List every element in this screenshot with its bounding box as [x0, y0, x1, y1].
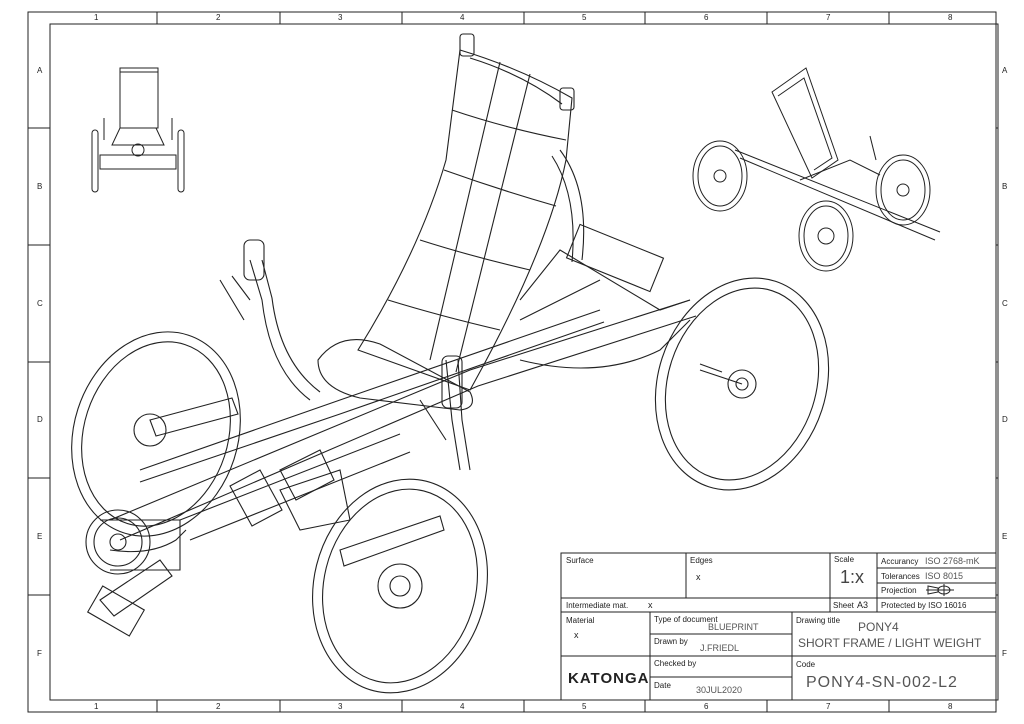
protected-label: Protected by ISO 16016	[881, 601, 967, 610]
title-block-frame	[560, 552, 997, 701]
date-value: 30JUL2020	[696, 685, 743, 695]
material-value: x	[574, 630, 579, 640]
left-wheel	[71, 331, 241, 537]
col-label-6: 6	[704, 13, 709, 22]
col-label-4-bottom: 4	[460, 702, 465, 711]
drawing-title-label: Drawing title	[796, 616, 841, 625]
col-label-3: 3	[338, 13, 343, 22]
col-label-3-bottom: 3	[338, 702, 343, 711]
tolerances-value: ISO 8015	[925, 571, 964, 581]
row-label-e-right: E	[1002, 532, 1008, 541]
seat-base	[317, 339, 473, 411]
ruler-ticks	[28, 12, 998, 712]
sheet-label: Sheet	[833, 601, 854, 610]
steering-left	[249, 259, 311, 401]
doc-type-label: Type of document	[654, 615, 718, 624]
row-label-d: D	[37, 415, 43, 424]
row-label-a-right: A	[1002, 66, 1008, 75]
row-label-c-right: C	[1002, 299, 1008, 308]
col-label-7-bottom: 7	[826, 702, 831, 711]
row-label-c: C	[37, 299, 43, 308]
edges-label: Edges	[690, 556, 713, 565]
drawn-by-label: Drawn by	[654, 637, 688, 646]
projection-label: Projection	[881, 586, 917, 595]
front-view-thumbnail	[91, 67, 185, 193]
material-label: Material	[566, 616, 595, 625]
row-label-e: E	[37, 532, 43, 541]
projection-symbol-icon	[926, 584, 954, 596]
right-wheel	[654, 277, 830, 491]
col-label-5: 5	[582, 13, 587, 22]
scale-label: Scale	[834, 555, 855, 564]
seat-back	[357, 49, 573, 391]
row-label-a: A	[37, 66, 43, 75]
accuracy-value: ISO 2768-mK	[925, 556, 980, 566]
row-label-b: B	[37, 182, 43, 191]
col-label-1: 1	[94, 13, 99, 22]
main-tube	[109, 299, 691, 521]
col-label-2: 2	[216, 13, 221, 22]
steering-right	[445, 359, 461, 471]
front-wheel	[312, 478, 488, 694]
code-value: PONY4-SN-002-L2	[806, 674, 958, 691]
sheet-value: A3	[857, 600, 869, 610]
drawing-title-line-1: PONY4	[858, 620, 899, 634]
scale-value: 1:x	[840, 567, 865, 587]
drawing-title-line-2: SHORT FRAME / LIGHT WEIGHT	[798, 636, 982, 650]
rear-view-thumbnail	[692, 67, 941, 272]
row-label-d-right: D	[1002, 415, 1008, 424]
edges-value: x	[696, 572, 701, 582]
col-label-6-bottom: 6	[704, 702, 709, 711]
col-label-4: 4	[460, 13, 465, 22]
doc-type-value: BLUEPRINT	[708, 622, 759, 632]
col-label-2-bottom: 2	[216, 702, 221, 711]
trike-main-drawing	[71, 33, 830, 694]
tolerances-label: Tolerances	[881, 572, 920, 581]
intermediate-label: Intermediate mat.	[566, 601, 629, 610]
inner-border	[49, 23, 999, 701]
pedal-crank	[99, 559, 173, 617]
col-label-8: 8	[948, 13, 953, 22]
row-label-b-right: B	[1002, 182, 1008, 191]
surface-label: Surface	[566, 556, 594, 565]
drawn-by-value: J.FRIEDL	[700, 643, 740, 653]
col-label-1-bottom: 1	[94, 702, 99, 711]
checked-by-label: Checked by	[654, 659, 697, 668]
row-label-f-right: F	[1002, 649, 1007, 658]
chainring	[85, 509, 151, 575]
intermediate-value: x	[648, 600, 653, 610]
company-logo: KATONGA	[568, 670, 650, 687]
code-label: Code	[796, 660, 816, 669]
col-label-8-bottom: 8	[948, 702, 953, 711]
accuracy-label: Accurancy	[881, 557, 919, 566]
col-label-7: 7	[826, 13, 831, 22]
date-label: Date	[654, 681, 671, 690]
row-label-f: F	[37, 649, 42, 658]
col-label-5-bottom: 5	[582, 702, 587, 711]
